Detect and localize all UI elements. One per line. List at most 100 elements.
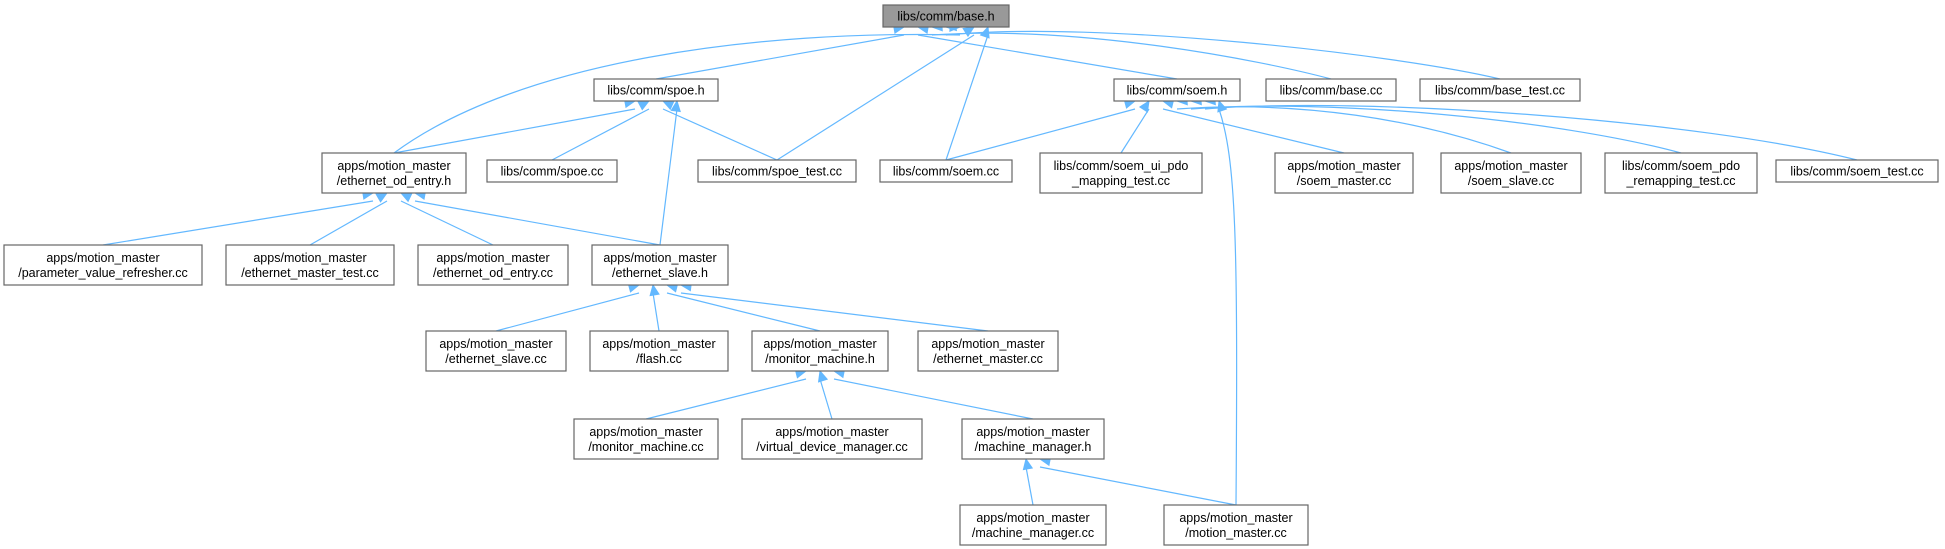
node-monitor-machine-h[interactable]: apps/motion_master/monitor_machine.h bbox=[751, 330, 889, 372]
edge-spoe_cc-to-spoe_h bbox=[551, 108, 650, 161]
node-soem-ui-pdo[interactable]: libs/comm/soem_ui_pdo_mapping_test.cc bbox=[1039, 152, 1203, 194]
node-box bbox=[225, 244, 395, 286]
node-monitor-machine-cc[interactable]: apps/motion_master/monitor_machine.cc bbox=[573, 418, 719, 460]
edge-base_cc-to-base_h bbox=[931, 32, 1332, 80]
node-label: /parameter_value_refresher.cc bbox=[18, 266, 188, 280]
node-box bbox=[1274, 152, 1414, 194]
node-label: /soem_master.cc bbox=[1297, 174, 1391, 188]
node-eth-slave-cc[interactable]: apps/motion_master/ethernet_slave.cc bbox=[425, 330, 567, 372]
node-label: apps/motion_master bbox=[436, 251, 549, 265]
node-label: /monitor_machine.cc bbox=[588, 440, 703, 454]
node-box bbox=[425, 330, 567, 372]
edge-soem_ui_pdo-to-soem_h bbox=[1120, 108, 1150, 154]
node-label: apps/motion_master bbox=[603, 251, 716, 265]
arrowhead-soem_ui_pdo-to-soem_h bbox=[1138, 99, 1150, 113]
node-label: /machine_manager.cc bbox=[972, 526, 1094, 540]
node-spoe-h[interactable]: libs/comm/spoe.h bbox=[593, 78, 719, 102]
arrowhead-spoe_test_cc-to-base_h bbox=[962, 26, 976, 38]
edge-spoe_h-to-base_h bbox=[655, 34, 905, 80]
node-soem-pdo-remap[interactable]: libs/comm/soem_pdo_remapping_test.cc bbox=[1604, 152, 1758, 194]
node-label: libs/comm/base.h bbox=[897, 10, 994, 24]
node-label: apps/motion_master bbox=[46, 251, 159, 265]
node-label: apps/motion_master bbox=[763, 337, 876, 351]
edge-eth_master_cc-to-eth_slave_h bbox=[680, 292, 989, 332]
node-machine-manager-h[interactable]: apps/motion_master/machine_manager.h bbox=[961, 418, 1105, 460]
node-motion-master-cc[interactable]: apps/motion_master/motion_master.cc bbox=[1163, 504, 1309, 546]
edge-eth_slave_h-to-eth_od_entry_h bbox=[414, 200, 661, 246]
node-box bbox=[573, 418, 719, 460]
node-soem-cc[interactable]: libs/comm/soem.cc bbox=[879, 159, 1013, 183]
node-box bbox=[882, 4, 1010, 28]
node-virtual-dev-mgr[interactable]: apps/motion_master/virtual_device_manage… bbox=[741, 418, 923, 460]
node-soem-test-cc[interactable]: libs/comm/soem_test.cc bbox=[1775, 159, 1939, 183]
edge-flash_cc-to-eth_slave_h bbox=[652, 292, 660, 332]
node-label: libs/comm/soem.cc bbox=[893, 165, 999, 179]
node-label: /ethernet_master_test.cc bbox=[241, 266, 379, 280]
node-label: libs/comm/spoe_test.cc bbox=[712, 165, 842, 179]
node-spoe-cc[interactable]: libs/comm/spoe.cc bbox=[486, 159, 618, 183]
edge-monitor_machine_h-to-eth_slave_h bbox=[666, 292, 821, 332]
node-box bbox=[959, 504, 1107, 546]
nodes-layer: libs/comm/base.h libs/comm/spoe.h libs/com… bbox=[3, 4, 1939, 546]
node-machine-manager-cc[interactable]: apps/motion_master/machine_manager.cc bbox=[959, 504, 1107, 546]
node-box bbox=[321, 152, 467, 194]
node-soem-slave-cc[interactable]: apps/motion_master/soem_slave.cc bbox=[1440, 152, 1582, 194]
node-param-refresher[interactable]: apps/motion_master/parameter_value_refre… bbox=[3, 244, 203, 286]
node-eth-od-entry-h[interactable]: apps/motion_master/ethernet_od_entry.h bbox=[321, 152, 467, 194]
node-box bbox=[1419, 78, 1581, 102]
arrowhead-eth_slave_h-to-spoe_h bbox=[670, 99, 681, 113]
node-box bbox=[1113, 78, 1241, 102]
node-label: /soem_slave.cc bbox=[1468, 174, 1554, 188]
edge-machine_manager_cc-to-machine_manager_h bbox=[1025, 466, 1034, 506]
node-eth-master-test[interactable]: apps/motion_master/ethernet_master_test.… bbox=[225, 244, 395, 286]
edges-layer bbox=[102, 20, 1858, 506]
node-box bbox=[593, 78, 719, 102]
node-box bbox=[1265, 78, 1397, 102]
node-box bbox=[3, 244, 203, 286]
node-box bbox=[589, 330, 729, 372]
arrowhead-flash_cc-to-eth_slave_h bbox=[649, 283, 660, 297]
node-label: apps/motion_master bbox=[602, 337, 715, 351]
node-label: apps/motion_master bbox=[589, 425, 702, 439]
node-eth-master-cc[interactable]: apps/motion_master/ethernet_master.cc bbox=[917, 330, 1059, 372]
node-label: libs/comm/spoe.cc bbox=[501, 165, 604, 179]
edge-motion_master_cc-to-soem_h bbox=[1218, 108, 1238, 506]
node-label: _mapping_test.cc bbox=[1071, 174, 1170, 188]
node-label: libs/comm/soem_pdo bbox=[1622, 159, 1740, 173]
edge-soem_cc-to-soem_h bbox=[945, 108, 1136, 161]
node-box bbox=[879, 159, 1013, 183]
node-label: libs/comm/soem.h bbox=[1127, 84, 1228, 98]
edge-soem_pdo_remap-to-soem_h bbox=[1190, 105, 1682, 154]
node-label: /motion_master.cc bbox=[1185, 526, 1286, 540]
node-label: apps/motion_master bbox=[337, 159, 450, 173]
node-soem-h[interactable]: libs/comm/soem.h bbox=[1113, 78, 1241, 102]
node-eth-od-entry-cc[interactable]: apps/motion_master/ethernet_od_entry.cc bbox=[417, 244, 569, 286]
node-base-h[interactable]: libs/comm/base.h bbox=[882, 4, 1010, 28]
edge-virtual_dev_mgr-to-monitor_machine_h bbox=[819, 378, 833, 420]
node-base-cc[interactable]: libs/comm/base.cc bbox=[1265, 78, 1397, 102]
node-label: libs/comm/soem_ui_pdo bbox=[1054, 159, 1189, 173]
node-label: /machine_manager.h bbox=[975, 440, 1092, 454]
node-spoe-test-cc[interactable]: libs/comm/spoe_test.cc bbox=[697, 159, 857, 183]
arrowhead-eth_master_test-to-eth_od_entry_h bbox=[375, 192, 389, 203]
node-label: apps/motion_master bbox=[1454, 159, 1567, 173]
node-box bbox=[917, 330, 1059, 372]
edge-motion_master_cc-to-machine_manager_h bbox=[1039, 466, 1237, 506]
node-base-test-cc[interactable]: libs/comm/base_test.cc bbox=[1419, 78, 1581, 102]
node-flash-cc[interactable]: apps/motion_master/flash.cc bbox=[589, 330, 729, 372]
arrowhead-virtual_dev_mgr-to-monitor_machine_h bbox=[817, 369, 829, 383]
node-soem-master-cc[interactable]: apps/motion_master/soem_master.cc bbox=[1274, 152, 1414, 194]
edge-soem_cc-to-base_h bbox=[945, 34, 989, 161]
edge-spoe_test_cc-to-base_h bbox=[776, 34, 975, 161]
edge-monitor_machine_cc-to-monitor_machine_h bbox=[645, 378, 807, 420]
node-label: libs/comm/base.cc bbox=[1280, 84, 1383, 98]
node-label: /ethernet_od_entry.cc bbox=[433, 266, 553, 280]
node-box bbox=[751, 330, 889, 372]
node-box bbox=[961, 418, 1105, 460]
edge-eth_master_test-to-eth_od_entry_h bbox=[309, 200, 388, 246]
node-eth-slave-h[interactable]: apps/motion_master/ethernet_slave.h bbox=[591, 244, 729, 286]
node-box bbox=[591, 244, 729, 286]
node-label: /virtual_device_manager.cc bbox=[756, 440, 907, 454]
